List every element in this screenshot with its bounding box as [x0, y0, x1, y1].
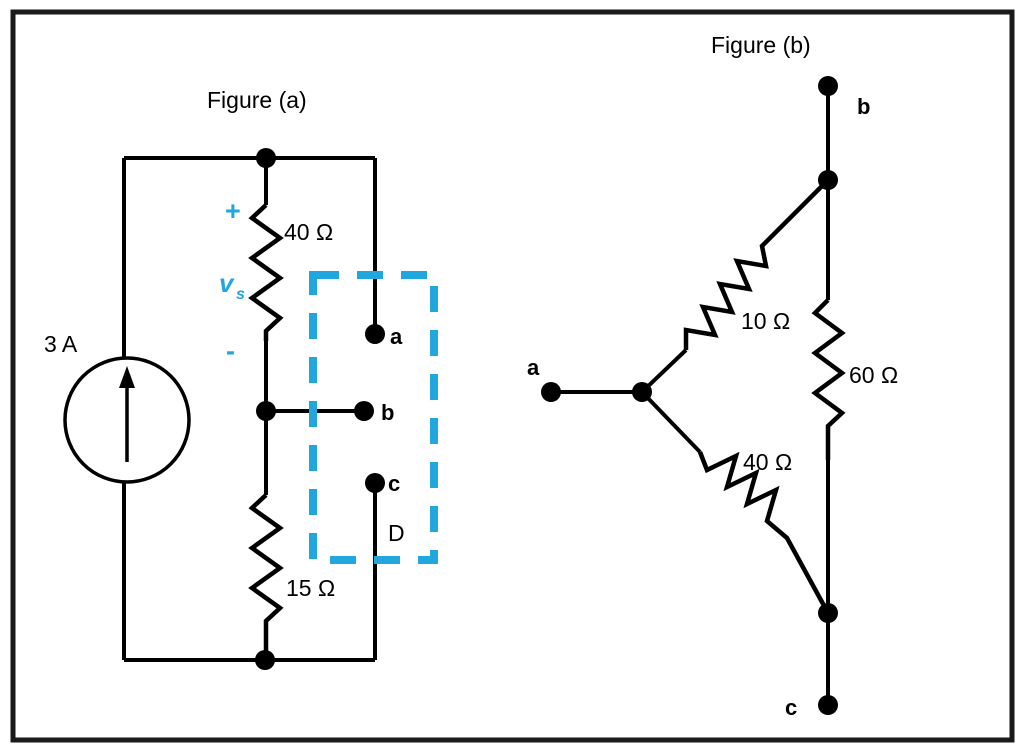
- node-b-junction: [256, 401, 276, 421]
- wire-center-to-r10: [640, 348, 688, 394]
- resistor-15-ohm-label: 15 Ω: [286, 575, 335, 601]
- resistor-15-ohm-symbol: [248, 493, 284, 660]
- terminal-a-dot[interactable]: [365, 324, 385, 344]
- figure-a-group: Figure (a) 3 A 40 Ω 15 Ω +: [44, 87, 438, 670]
- resistor-40-ohm-b-label: 40 Ω: [743, 449, 792, 475]
- dashed-region-box: [309, 271, 438, 564]
- resistor-40-ohm-symbol: [248, 203, 284, 341]
- current-source-circle: [63, 356, 191, 484]
- terminal-b-dot[interactable]: [354, 401, 374, 421]
- terminal-c-dot-figb[interactable]: [818, 695, 838, 715]
- terminal-a-label: a: [390, 324, 403, 349]
- figure-b-group: Figure (b) 10 Ω 40 Ω 60 Ω b a c: [527, 32, 898, 720]
- current-source-label: 3 A: [44, 331, 78, 357]
- resistor-40-ohm-b-symbol: [697, 451, 830, 615]
- node-center-junction-figb: [632, 382, 652, 402]
- terminal-c-dot[interactable]: [365, 473, 385, 493]
- node-bottom-junction-figb: [818, 603, 838, 623]
- current-source-arrowhead: [119, 366, 135, 388]
- terminal-b-dot-figb[interactable]: [818, 76, 838, 96]
- resistor-60-ohm-label: 60 Ω: [849, 362, 898, 388]
- terminal-a-dot-figb[interactable]: [541, 382, 561, 402]
- figure-a-caption: Figure (a): [207, 87, 307, 113]
- terminal-b-label-figb: b: [857, 94, 870, 119]
- node-top-junction-figb: [818, 170, 838, 190]
- terminal-c-label: c: [388, 471, 400, 496]
- source-voltage-symbol: v: [219, 268, 235, 298]
- outer-frame: [10, 9, 1015, 743]
- source-voltage-subscript: s: [236, 286, 245, 303]
- resistor-60-ohm-symbol: [811, 298, 846, 460]
- resistor-10-ohm-symbol: [683, 178, 830, 350]
- wire-center-to-r40b: [640, 390, 702, 454]
- terminal-c-label-figb: c: [785, 695, 797, 720]
- terminal-a-label-figb: a: [527, 355, 540, 380]
- current-source: [63, 356, 191, 484]
- node-top-junction: [256, 148, 276, 168]
- resistor-40-ohm-label: 40 Ω: [284, 219, 333, 245]
- dashed-region-label: D: [388, 520, 405, 546]
- polarity-plus-label: +: [225, 196, 241, 226]
- node-bottom-junction: [255, 650, 275, 670]
- polarity-minus-label: -: [226, 336, 235, 366]
- terminal-b-label: b: [381, 400, 394, 425]
- resistor-10-ohm-label: 10 Ω: [741, 308, 790, 334]
- figure-b-caption: Figure (b): [711, 32, 811, 58]
